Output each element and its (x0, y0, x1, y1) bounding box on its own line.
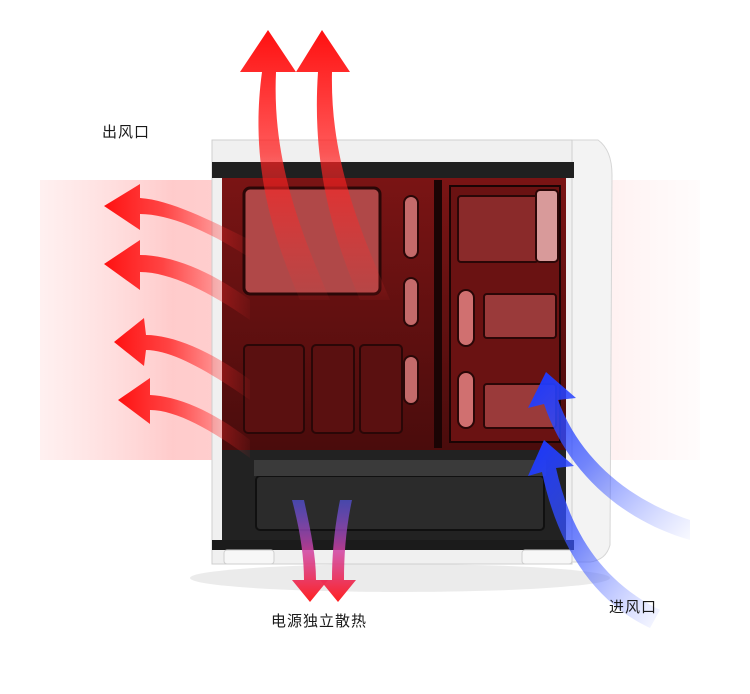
top-exhaust-arrow-right (296, 30, 390, 300)
side-exhaust-arrow-2 (104, 240, 250, 320)
cable-slot-3 (403, 355, 419, 405)
top-exhaust-arrows (240, 30, 390, 300)
hdd-bay-1 (483, 293, 557, 339)
psu-arrow-right (320, 500, 356, 602)
intake-label: 进风口 (609, 598, 658, 616)
psu-ledge (254, 460, 546, 476)
side-exhaust-arrow-3 (114, 318, 250, 400)
pcie-slot (457, 289, 475, 347)
case-foot-right (521, 549, 573, 565)
ssd-bay (457, 195, 539, 263)
intake-arrow-lower (528, 440, 660, 628)
intake-arrows (528, 372, 690, 628)
pcie-slot-2 (457, 371, 475, 429)
case-foot-left (223, 549, 275, 565)
side-exhaust-arrows (104, 184, 250, 458)
tray-divider (434, 180, 442, 448)
front-panel (567, 139, 613, 563)
top-exhaust-arrow-left (240, 30, 330, 300)
top-rail (212, 162, 574, 178)
cable-slot-1 (403, 195, 419, 259)
outlet-label: 出风口 (102, 123, 151, 141)
side-exhaust-arrow-4 (118, 378, 250, 458)
psu-exhaust-arrows (292, 500, 356, 602)
side-exhaust-arrow-1 (104, 184, 250, 258)
ssd-bracket (535, 189, 559, 263)
bottom-rail (212, 540, 574, 550)
tray-cutout-3 (359, 344, 403, 434)
psu-arrow-left (292, 500, 328, 602)
cable-slot-2 (403, 277, 419, 327)
floor-shadow (190, 564, 610, 592)
tray-cutout-2 (311, 344, 355, 434)
intake-arrow-upper (528, 372, 690, 540)
tray-cutout-1 (243, 344, 305, 434)
psu-cooling-label: 电源独立散热 (271, 612, 368, 630)
